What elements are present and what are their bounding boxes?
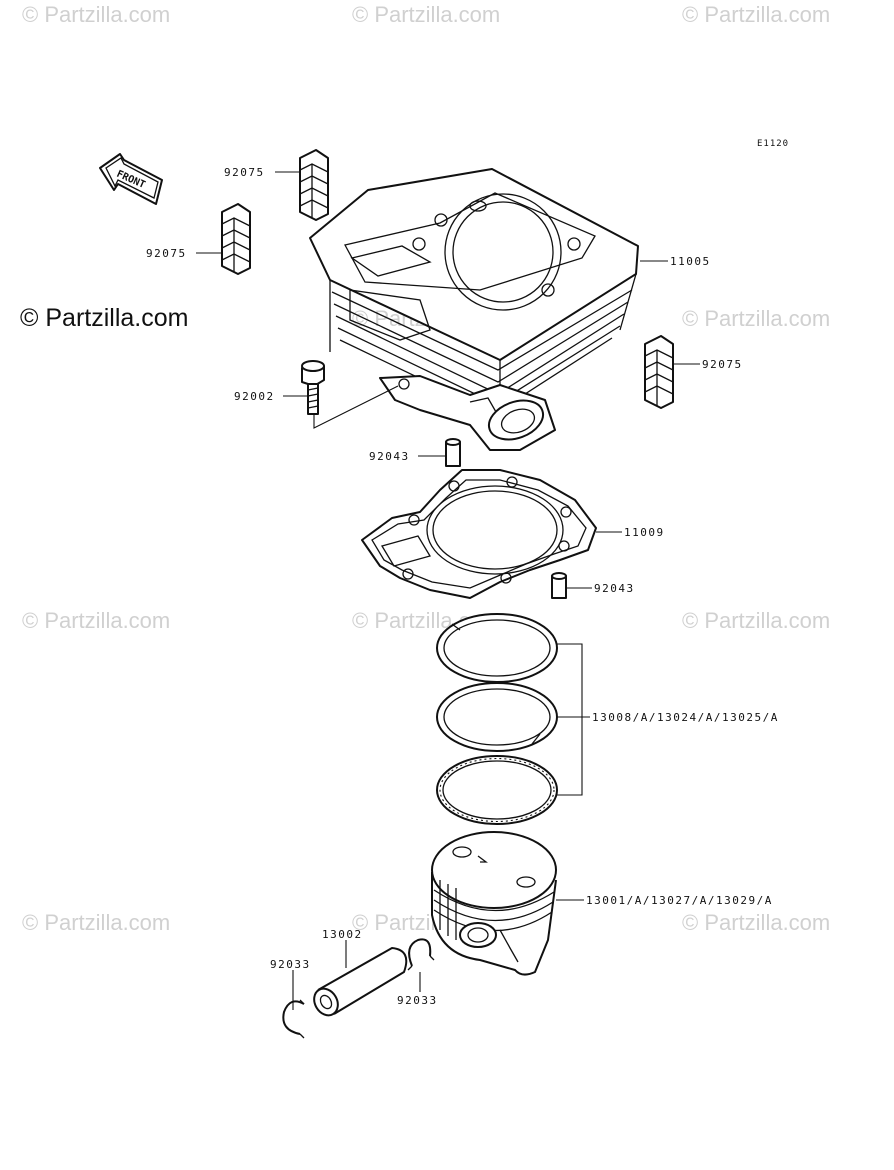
piston-pin-13002[interactable] (309, 947, 408, 1020)
watermark: © Partzilla.com (22, 608, 171, 633)
callout-13002[interactable]: 13002 (322, 928, 363, 941)
callout-92075[interactable]: 92075 (146, 247, 187, 260)
piston-ring-second[interactable] (436, 682, 558, 752)
bolt-92002[interactable] (301, 360, 399, 429)
watermark: © Partzilla.com (682, 306, 831, 331)
callout-13001[interactable]: 13001/A/13027/A/13029/A (586, 894, 773, 907)
dowel-pin-92043-b[interactable] (551, 572, 567, 599)
callout-11009[interactable]: 11009 (624, 526, 665, 539)
damper-92075-c[interactable] (644, 335, 674, 409)
callout-92002[interactable]: 92002 (234, 390, 275, 403)
damper-92075-a[interactable] (299, 149, 329, 221)
callout-92043[interactable]: 92043 (594, 582, 635, 595)
watermark: © Partzilla.com (352, 2, 501, 27)
damper-92075-b[interactable] (221, 203, 251, 275)
callout-92033[interactable]: 92033 (270, 958, 311, 971)
callout-92075[interactable]: 92075 (702, 358, 743, 371)
watermark: © Partzilla.com (22, 2, 171, 27)
cylinder-11005[interactable] (309, 168, 639, 451)
leader-lines (196, 171, 700, 1010)
piston-ring-top[interactable] (436, 613, 558, 683)
dowel-pin-92043-a[interactable] (445, 438, 461, 467)
callout-92043[interactable]: 92043 (369, 450, 410, 463)
callout-92033[interactable]: 92033 (397, 994, 438, 1007)
watermark: © Partzilla.com (682, 910, 831, 935)
snap-ring-92033-right[interactable] (407, 938, 435, 971)
callout-13008[interactable]: 13008/A/13024/A/13025/A (592, 711, 779, 724)
front-arrow-icon: FRONT (99, 153, 163, 205)
watermark: © Partzilla.com (22, 910, 171, 935)
gasket-11009[interactable] (361, 469, 597, 599)
watermark: © Partzilla.com (682, 608, 831, 633)
callout-11005[interactable]: 11005 (670, 255, 711, 268)
copyright-notice: © Partzilla.com (20, 304, 189, 332)
piston-13001[interactable] (431, 831, 557, 976)
watermark: © Partzilla.com (682, 2, 831, 27)
callout-92075[interactable]: 92075 (224, 166, 265, 179)
piston-ring-oil[interactable] (436, 755, 558, 825)
snap-ring-92033-left[interactable] (282, 999, 305, 1039)
diagram-code: E1120 (757, 139, 789, 149)
